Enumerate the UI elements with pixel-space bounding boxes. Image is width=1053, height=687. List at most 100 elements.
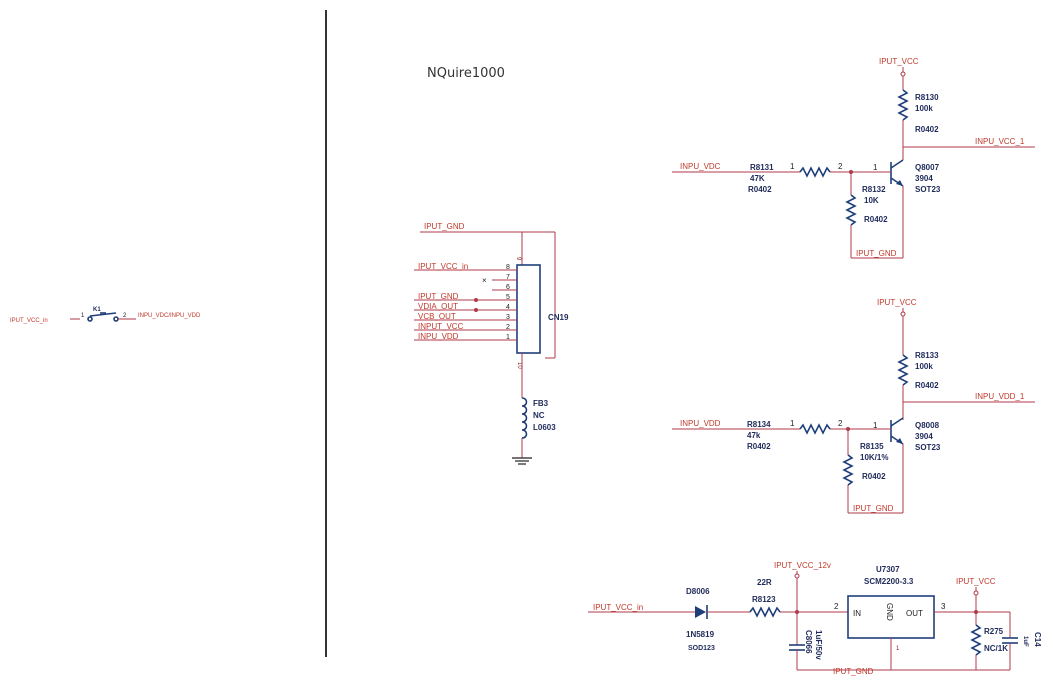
r8130-package: R0402 xyxy=(915,125,939,134)
r8132-package: R0402 xyxy=(864,215,888,224)
r8131-package: R0402 xyxy=(748,185,772,194)
q8007-gnd-net: IPUT_GND xyxy=(856,249,897,258)
regulator-input-net: IPUT_VCC_in xyxy=(593,603,643,612)
q8007-base-pin: 1 xyxy=(873,163,878,172)
connector-body xyxy=(516,264,541,354)
q8008-value: 3904 xyxy=(915,432,933,441)
ferrite-fb3-symbol xyxy=(521,397,528,439)
r8135-value: 10K/1% xyxy=(860,453,888,462)
switch-output-net: INPU_VDC/INPU_VDD xyxy=(138,313,201,319)
no-connect-mark: × xyxy=(482,276,487,285)
r8133-value: 100k xyxy=(915,362,933,371)
connector-pin-number: 5 xyxy=(506,294,510,301)
regulator-gnd-net: IPUT_GND xyxy=(833,667,874,676)
q8008-input-net: INPU_VDD xyxy=(680,419,721,428)
r8123-value: 22R xyxy=(757,578,772,587)
q8008-gnd-net: IPUT_GND xyxy=(853,504,894,513)
r8131-value: 47K xyxy=(750,174,765,183)
r8135-package: R0402 xyxy=(862,472,886,481)
r275-value: NC/1K xyxy=(984,644,1008,653)
switch-input-net: IPUT_VCC_in xyxy=(10,318,48,324)
u7307-gnd-label: GND xyxy=(885,603,894,621)
c8066-ref: C8066 xyxy=(804,630,813,654)
connector-pin-net: IPUT_VCC_in xyxy=(418,262,468,271)
switch-circuit-q8008: IPUT_VCC R8133 100k R0402 INPU_VDD_1 Q80… xyxy=(672,298,1035,514)
r8133-ref: R8133 xyxy=(915,351,939,360)
u7307-out-pin: 3 xyxy=(941,602,946,611)
u7307-part: SCM2200-3.3 xyxy=(864,577,914,586)
r8130-value: 100k xyxy=(915,104,933,113)
switch-ref: K1 xyxy=(93,307,101,313)
r8132-ref: R8132 xyxy=(862,185,886,194)
c14-ref: C14 xyxy=(1033,632,1042,647)
connector-pin-net: IPUT_GND xyxy=(418,292,459,301)
ferrite-package: L0603 xyxy=(533,423,556,432)
connector-pin-number: 4 xyxy=(506,304,510,311)
regulator-circuit: IPUT_VCC_in D8006 1N5819 SOD123 22R R812… xyxy=(588,561,1042,676)
connector-pin-number: 7 xyxy=(506,274,510,281)
q8008-ref: Q8008 xyxy=(915,421,940,430)
r8123-ref: R8123 xyxy=(752,595,776,604)
r8135-ref: R8135 xyxy=(860,442,884,451)
switch-pin2: 2 xyxy=(123,313,127,319)
r8134-package: R0402 xyxy=(747,442,771,451)
connector-pin-number: 6 xyxy=(506,284,510,291)
ferrite-ref: FB3 xyxy=(533,399,549,408)
sheet-title: NQuire1000 xyxy=(427,66,505,81)
u7307-gnd-pin: 1 xyxy=(896,646,900,652)
r8134-value: 47k xyxy=(747,431,761,440)
ground-symbol xyxy=(512,457,532,465)
connector-top-net: IPUT_GND xyxy=(424,222,465,231)
switch-pin1: 1 xyxy=(81,313,85,319)
q8007-value: 3904 xyxy=(915,174,933,183)
connector-pin-10: 10 xyxy=(516,362,522,369)
u7307-ref: U7307 xyxy=(876,565,900,574)
q8007-package: SOT23 xyxy=(915,185,941,194)
connector-pin-net: INPUT_VCC xyxy=(418,322,464,331)
switch-k1-block: IPUT_VCC_in 1 K1 2 INPU_VDC/INPU_VDD xyxy=(10,307,201,324)
q8008-supply-net: IPUT_VCC xyxy=(877,298,917,307)
q8008-output-net: INPU_VDD_1 xyxy=(975,392,1025,401)
switch-circuit-q8007: IPUT_VCC R8130 100k R0402 INPU_VCC_1 Q80… xyxy=(672,57,1035,259)
connector-ref: CN19 xyxy=(548,313,569,322)
d8006-package: SOD123 xyxy=(688,645,715,652)
supply-out-net: IPUT_VCC xyxy=(956,577,996,586)
supply-12v-net: IPUT_VCC_12v xyxy=(774,561,831,570)
connector-pin-9: 9 xyxy=(515,257,521,261)
r8134-pin1: 1 xyxy=(790,419,795,428)
junction-dot xyxy=(474,298,478,302)
u7307-in-pin: 2 xyxy=(834,602,839,611)
r8130-ref: R8130 xyxy=(915,93,939,102)
connector-pin-net: VCB_OUT xyxy=(418,312,456,321)
r8134-pin2: 2 xyxy=(838,419,843,428)
r8131-pin2: 2 xyxy=(838,162,843,171)
connector-cn19-block: IPUT_GND 9 CN19 8 IPUT_VCC_in 7 × 6 5 IPUT_GND… xyxy=(414,222,569,465)
d8006-value: 1N5819 xyxy=(686,630,715,639)
c8066-value: 1uF/50v xyxy=(814,630,823,660)
q8008-package: SOT23 xyxy=(915,443,941,452)
r275-ref: R275 xyxy=(984,627,1004,636)
q8007-ref: Q8007 xyxy=(915,163,940,172)
junction-dot xyxy=(474,308,478,312)
connector-pin-net: INPU_VDD xyxy=(418,332,459,341)
c14-value: 1uF xyxy=(1022,636,1028,647)
connector-pin-net: VDIA_OUT xyxy=(418,302,458,311)
r8131-ref: R8131 xyxy=(750,163,774,172)
connector-pin-number: 8 xyxy=(506,264,510,271)
r8131-pin1: 1 xyxy=(790,162,795,171)
q8007-output-net: INPU_VCC_1 xyxy=(975,137,1025,146)
r8133-package: R0402 xyxy=(915,381,939,390)
diode-d8006-symbol xyxy=(695,606,706,618)
d8006-ref: D8006 xyxy=(686,587,710,596)
r8134-ref: R8134 xyxy=(747,420,771,429)
u7307-in-label: IN xyxy=(853,609,861,618)
r8132-value: 10K xyxy=(864,196,879,205)
q8008-base-pin: 1 xyxy=(873,421,878,430)
q8007-supply-net: IPUT_VCC xyxy=(879,57,919,66)
u7307-out-label: OUT xyxy=(906,609,923,618)
q8007-input-net: INPU_VDC xyxy=(680,162,721,171)
connector-pin-number: 3 xyxy=(506,314,510,321)
connector-pin-number: 2 xyxy=(506,324,510,331)
connector-pin-number: 1 xyxy=(506,334,510,341)
